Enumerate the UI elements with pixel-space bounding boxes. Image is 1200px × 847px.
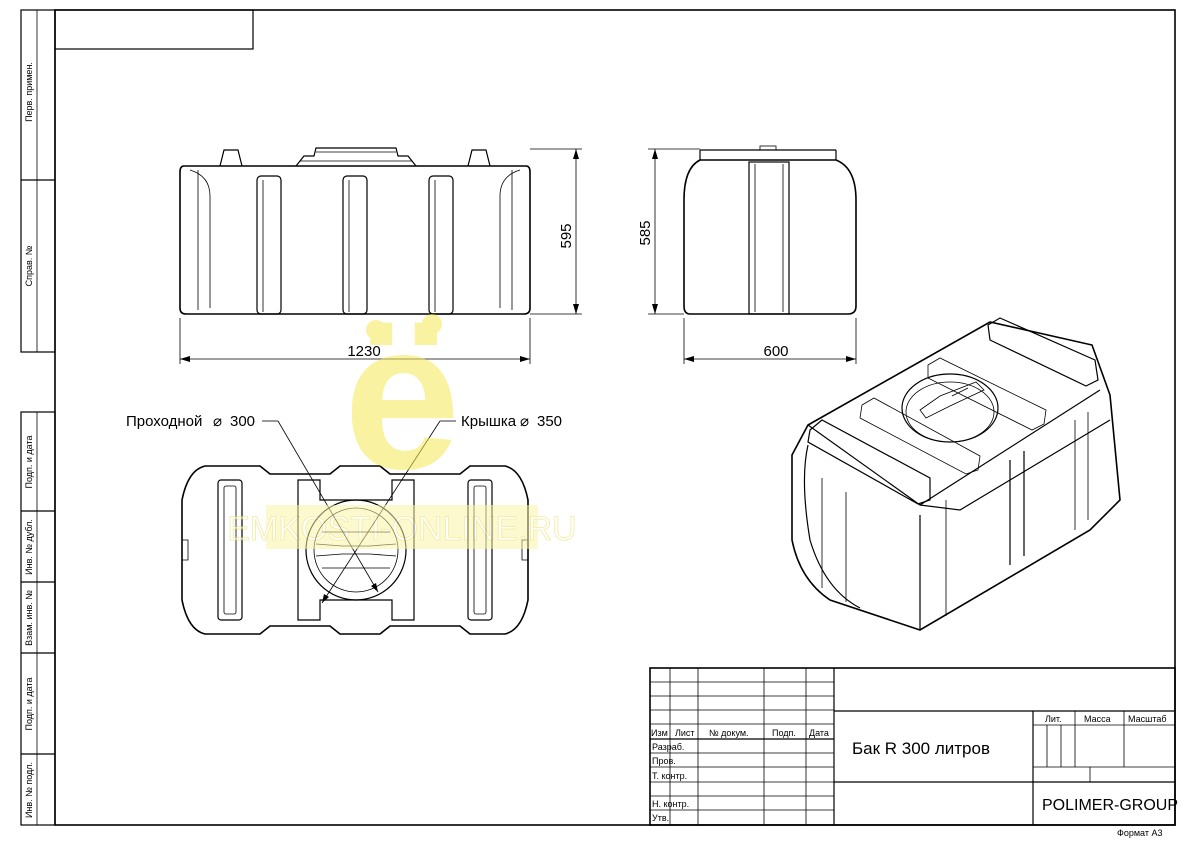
front-dimensions: 595 1230: [179, 148, 582, 364]
hatch-lid-value: 350: [537, 413, 562, 430]
watermark-band: [266, 505, 538, 549]
hatch-leaders: Проходной ⌀ 300 Крышка ⌀ 350: [126, 413, 562, 604]
side-dimensions: 585 600: [637, 148, 857, 364]
side-height-label: 585: [637, 220, 654, 245]
side-label-replace-inv: Взам. инв. №: [24, 590, 34, 646]
side-label-dup-inv: Инв. № дубл.: [24, 519, 34, 575]
col-signature: Подп.: [772, 728, 796, 738]
col-list: Лист: [675, 728, 695, 738]
watermark-glyph: ё: [344, 278, 461, 513]
role-tech-control: Т. контр.: [652, 771, 687, 781]
side-width-label: 600: [763, 343, 788, 360]
role-approved: Утв.: [652, 813, 669, 823]
hatch-passage-value: 300: [230, 413, 255, 430]
watermark: ё EMKOSTI-ONLINE.RU: [227, 278, 577, 549]
side-view: [683, 145, 857, 315]
side-label-reference: Справ. №: [24, 245, 34, 286]
hatch-passage-diameter-symbol: ⌀: [213, 413, 222, 430]
company-name: POLIMER-GROUP: [1042, 797, 1178, 814]
watermark-text: EMKOSTI-ONLINE.RU: [227, 510, 576, 548]
sheet-frame: [20, 9, 1176, 826]
side-labels: Перв. примен. Справ. № Подп. и дата Инв.…: [24, 62, 34, 818]
drawing-title: Бак R 300 литров: [852, 739, 990, 758]
hatch-passage-label: Проходной: [126, 413, 202, 430]
col-date: Дата: [809, 728, 829, 738]
title-block: Изм Лист № докум. Подп. Дата Разраб. Про…: [649, 667, 1178, 826]
front-view: [179, 147, 531, 315]
format-label: Формат A3: [1117, 828, 1162, 838]
role-checked: Пров.: [652, 756, 676, 766]
side-label-sign-date-2: Подп. и дата: [24, 677, 34, 730]
watermark-dot-left: [366, 320, 386, 340]
top-view: [181, 465, 529, 635]
col-izm: Изм: [651, 728, 668, 738]
watermark-dot-right: [422, 314, 442, 334]
side-label-sign-date: Подп. и дата: [24, 435, 34, 488]
scale-label: Масштаб: [1128, 714, 1167, 724]
role-norm-control: Н. контр.: [652, 799, 689, 809]
col-doc-no: № докум.: [709, 728, 749, 738]
front-height-label: 595: [558, 223, 575, 248]
role-developed: Разраб.: [652, 742, 684, 752]
lit-label: Лит.: [1045, 714, 1062, 724]
hatch-lid-label: Крышка: [461, 413, 517, 430]
mass-label: Масса: [1084, 714, 1111, 724]
hatch-lid-diameter-symbol: ⌀: [520, 413, 529, 430]
isometric-view: [791, 317, 1121, 631]
front-length-label: 1230: [347, 343, 380, 360]
side-label-original-inv: Инв. № подл.: [24, 762, 34, 818]
side-label-first-use: Перв. примен.: [24, 62, 34, 122]
